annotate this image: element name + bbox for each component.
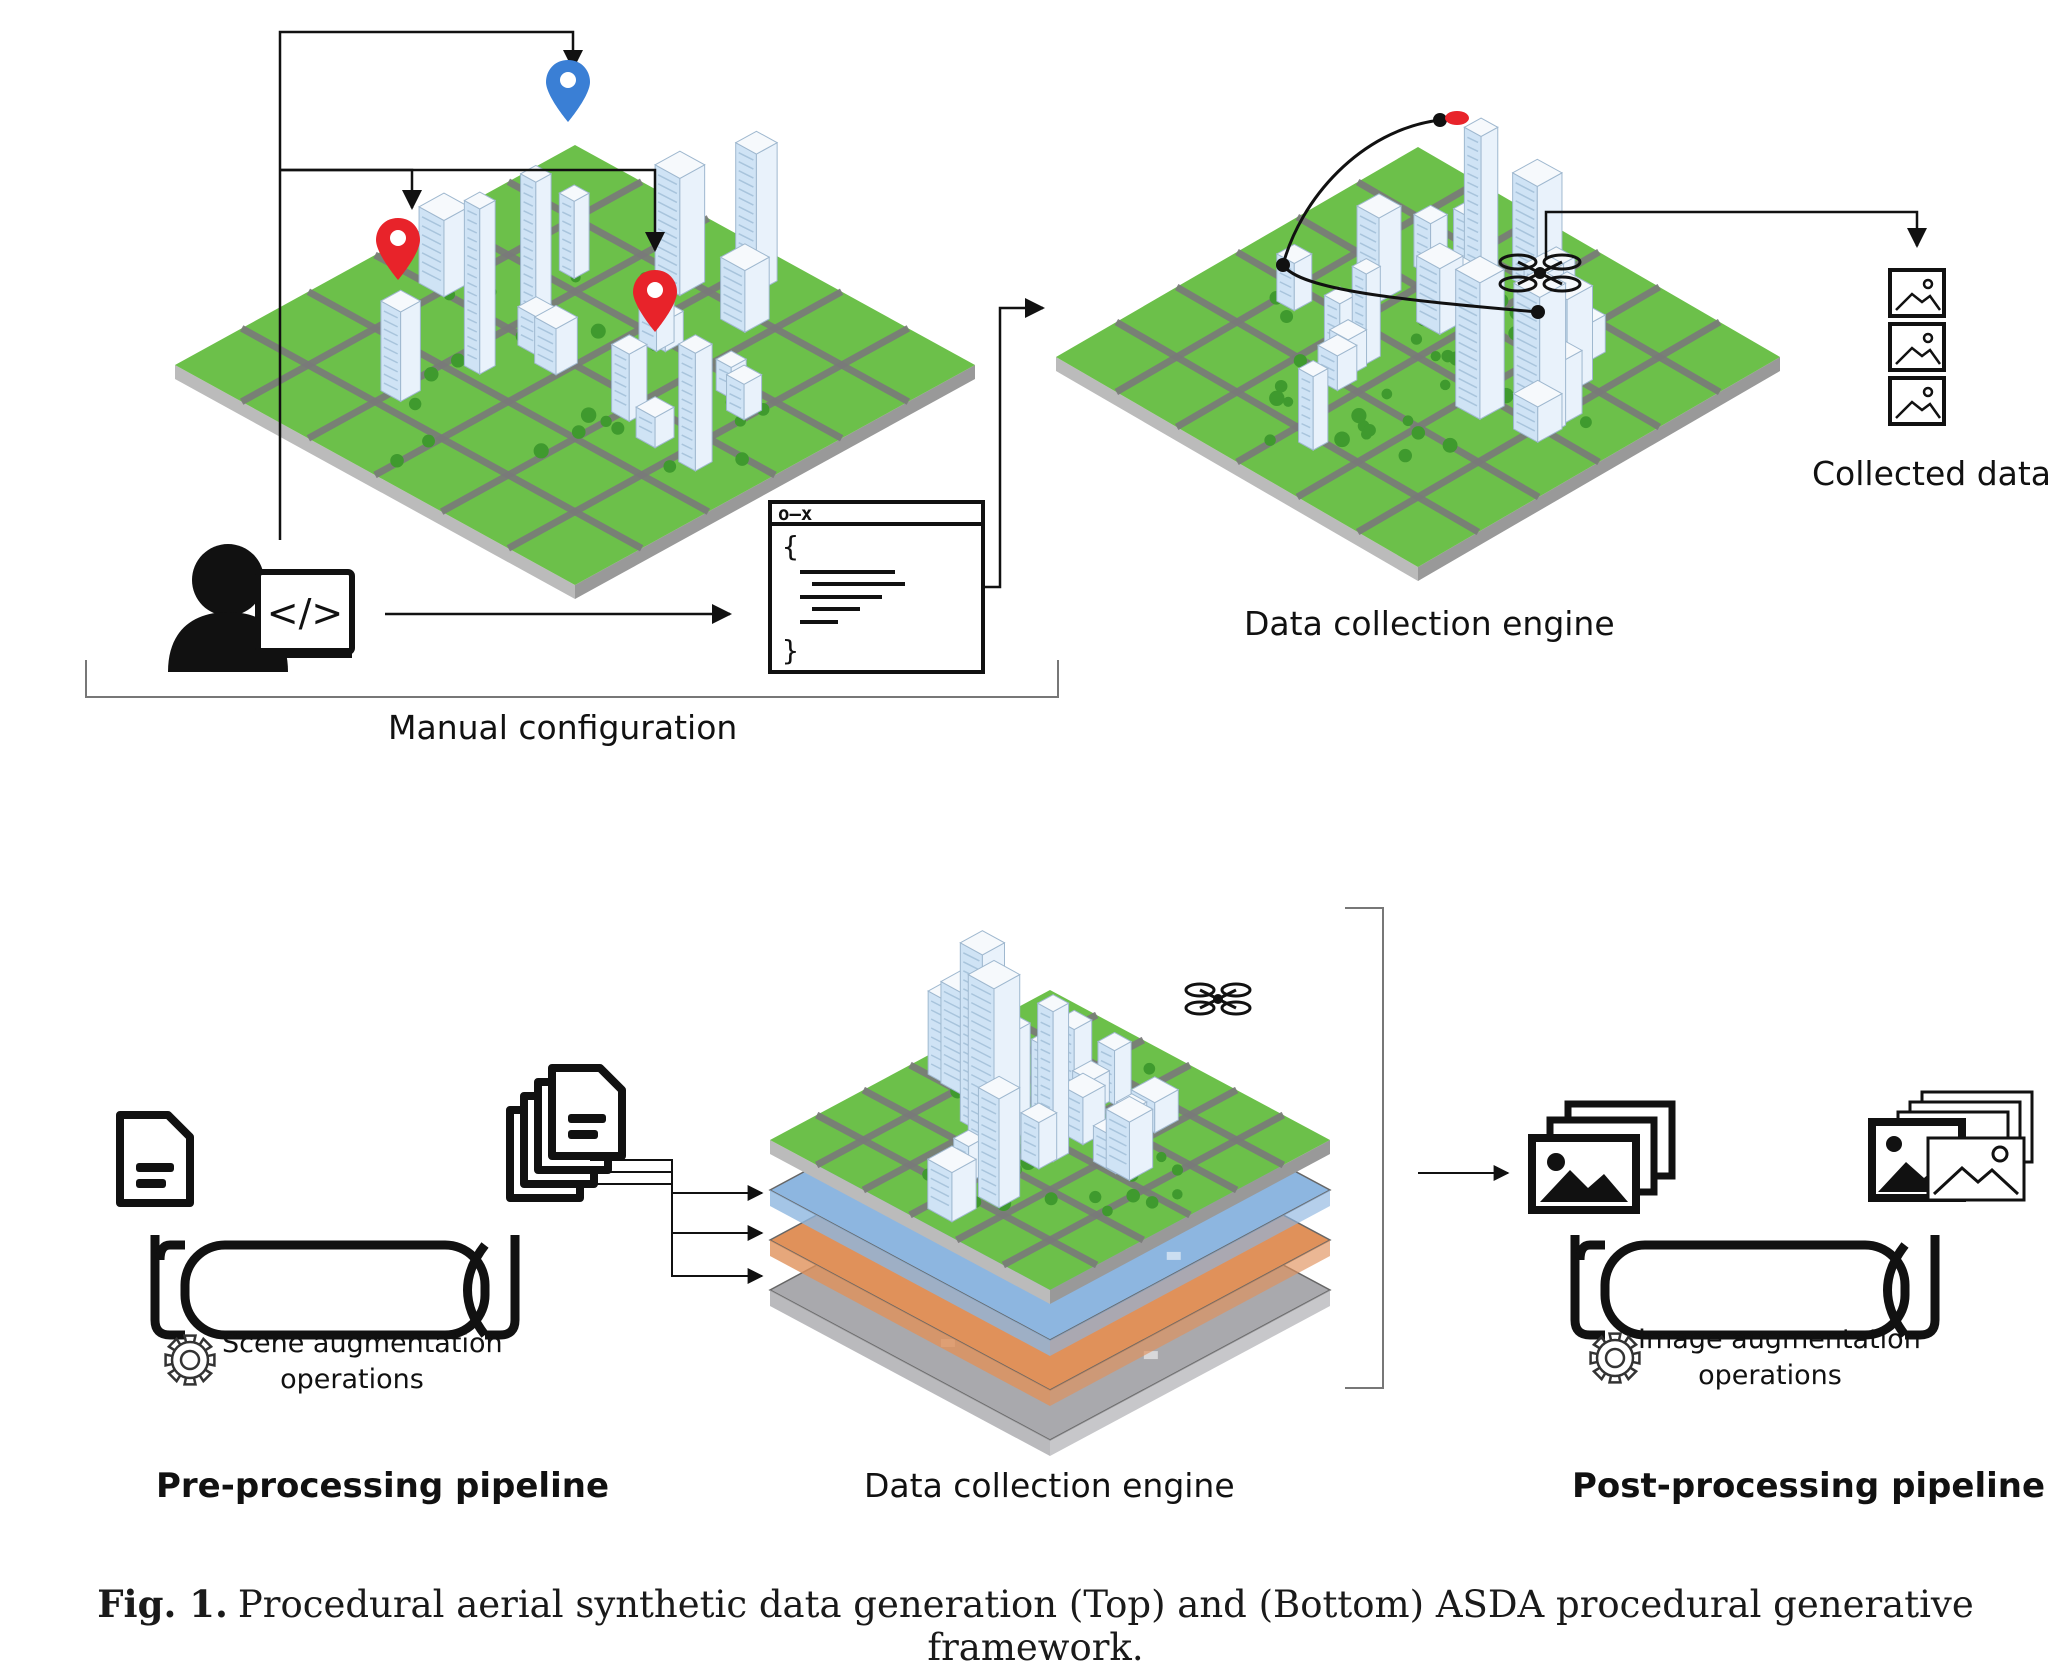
engine-bracket — [1345, 907, 1384, 1389]
caption-text: Procedural aerial synthetic data generat… — [237, 1583, 1974, 1669]
caption-label: Fig. 1. — [97, 1582, 228, 1626]
image-augmentation-line1: Image augmentation — [1638, 1324, 1921, 1355]
code-window-icon: o–x { } — [768, 500, 985, 674]
layer-input-arrows — [590, 1159, 764, 1284]
post-processing-pipeline-label: Post-processing pipeline — [1572, 1466, 2046, 1506]
gear-icon — [1589, 1332, 1641, 1384]
image-augmentation-label: Image augmentation operations — [1638, 1322, 1921, 1394]
code-open-brace: { — [782, 530, 799, 563]
image-file-icon — [1888, 268, 1946, 426]
gear-icon — [164, 1334, 216, 1386]
document-icon — [116, 1111, 194, 1207]
developer-icon: </> — [168, 544, 355, 672]
manual-configuration-bracket — [85, 660, 1059, 698]
drone-path — [1281, 118, 1539, 314]
drone-icon — [1184, 982, 1252, 1016]
drone-icon — [1498, 253, 1582, 293]
map-pin-icon — [546, 60, 590, 122]
pin-connector-arrows — [278, 30, 665, 540]
scene-augmentation-line2: operations — [280, 1364, 424, 1395]
code-close-brace: } — [782, 634, 799, 667]
flow-arrow — [1544, 210, 1927, 260]
code-window-titlebar: o–x — [778, 503, 812, 525]
map-pin-icon — [633, 270, 677, 332]
document-stack-icon — [506, 1064, 626, 1202]
layered-city-icon — [768, 930, 1332, 1456]
collected-data-label: Collected data — [1812, 454, 2052, 493]
scene-augmentation-line1: Scene augmentation — [222, 1328, 503, 1359]
city-scene-icon — [175, 130, 975, 599]
figure-caption: Fig. 1.Procedural aerial synthetic data … — [0, 1582, 2071, 1669]
pre-processing-pipeline-label: Pre-processing pipeline — [156, 1466, 610, 1506]
screen-glyph: </> — [267, 591, 343, 635]
image-stack-icon — [1528, 1100, 1676, 1214]
bottom-data-collection-engine-label: Data collection engine — [864, 1466, 1235, 1505]
image-stack-icon — [1868, 1090, 2034, 1202]
top-data-collection-engine-label: Data collection engine — [1244, 604, 1615, 643]
pipe-icon — [1570, 1235, 1940, 1340]
map-pin-icon — [376, 218, 420, 280]
pipe-icon — [150, 1235, 520, 1340]
image-augmentation-line2: operations — [1698, 1360, 1842, 1391]
flow-arrow — [983, 298, 1045, 589]
city-scene-icon — [1056, 117, 1780, 581]
manual-configuration-label: Manual configuration — [388, 708, 738, 747]
scene-augmentation-label: Scene augmentation operations — [222, 1326, 503, 1398]
